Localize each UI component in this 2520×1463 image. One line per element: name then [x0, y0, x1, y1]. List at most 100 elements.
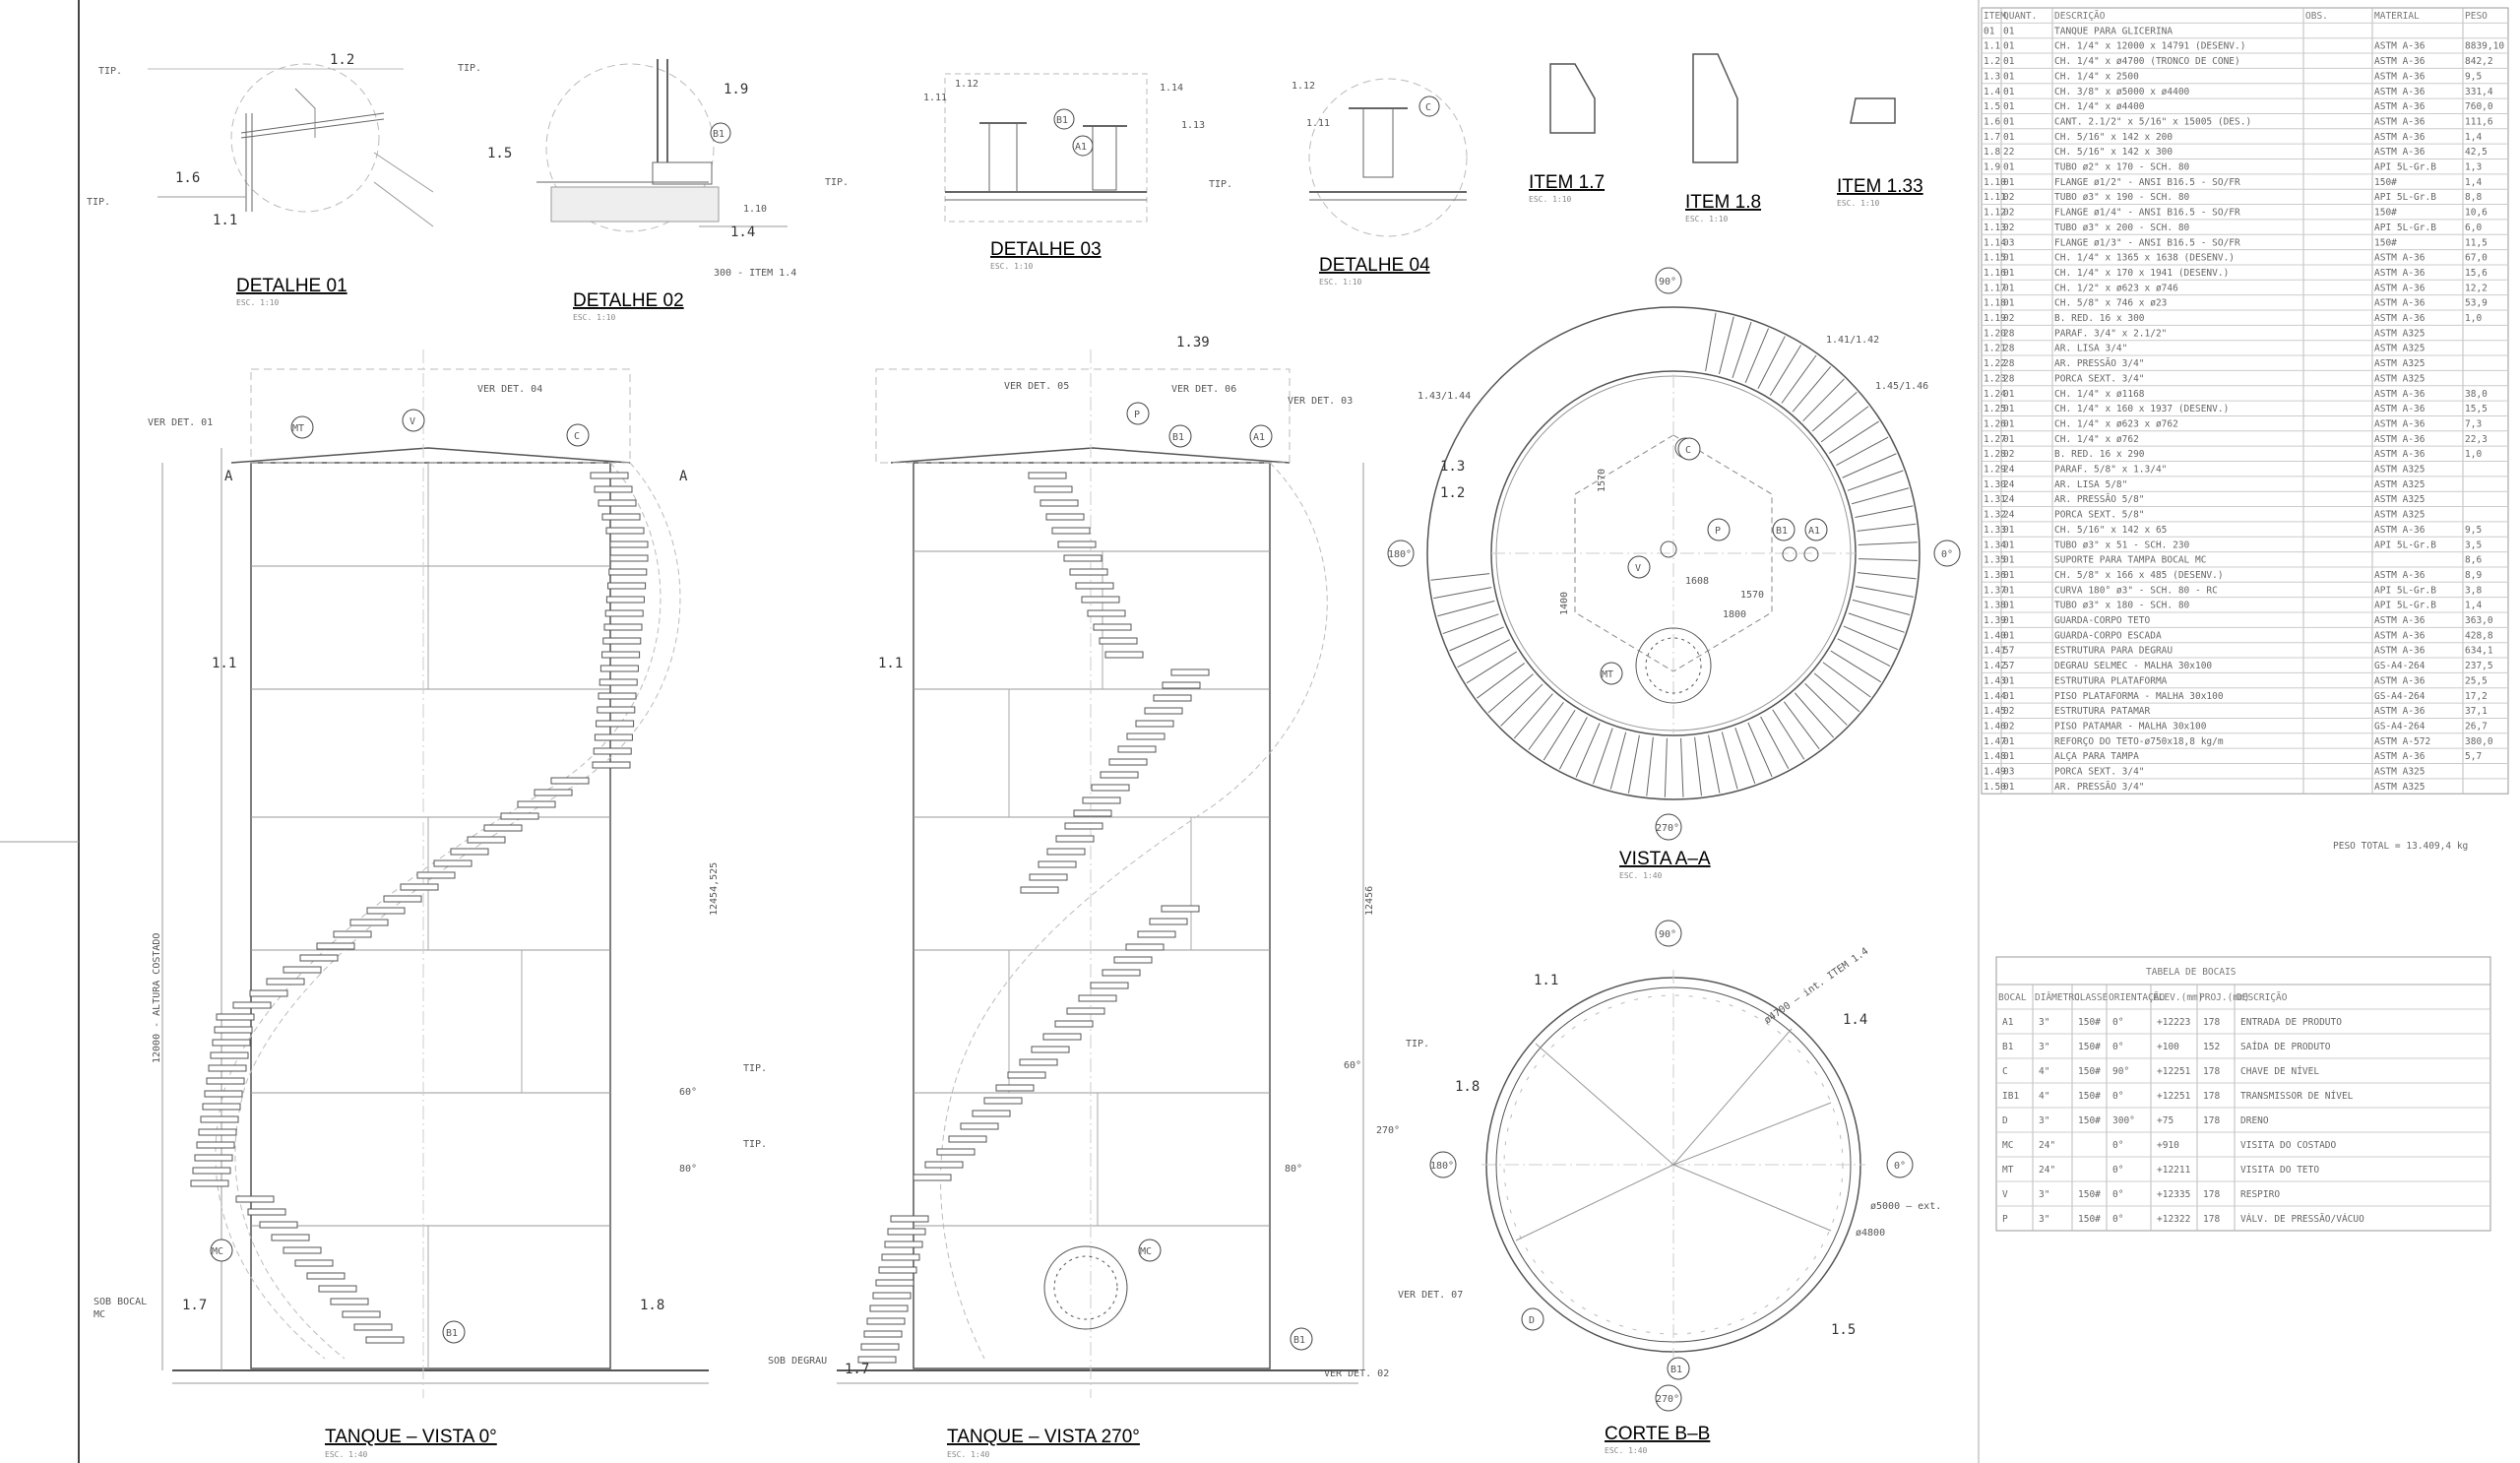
stair-tread	[214, 1026, 253, 1034]
bom-cell: 03	[2003, 237, 2014, 248]
bom-cell: API 5L-Gr.B	[2374, 540, 2436, 550]
nozzle-tag-b1: B1	[442, 1320, 466, 1344]
dim-1800: 1800	[1723, 609, 1746, 620]
bom-cell: 363,0	[2465, 615, 2493, 626]
callout-1-39: 1.39	[1176, 335, 1210, 350]
plan-tread-line	[1781, 354, 1817, 404]
dim-5000: ø5000 – ext.	[1870, 1201, 1941, 1212]
bom-cell: API 5L-Gr.B	[2374, 585, 2436, 596]
svg-text:90°: 90°	[1659, 929, 1676, 940]
bom-cell: ASTM A-36	[2374, 675, 2426, 686]
nozzle-cell: 150#	[2078, 1017, 2101, 1028]
nozzle-header-cell: DIÂMETRO	[2035, 991, 2080, 1003]
plan-tread-line	[1442, 613, 1499, 635]
callout-1-10: 1.10	[743, 204, 767, 215]
vista-aa-scale: ESC. 1:40	[1619, 871, 1663, 880]
stair-tread	[467, 836, 506, 844]
callout-sob-degrau: SOB DEGRAU	[768, 1356, 827, 1367]
bom-cell: CH. 5/8" x 166 x 485 (DESENV.)	[2054, 570, 2224, 581]
stair-tread	[433, 859, 472, 867]
bom-cell: 02	[2003, 313, 2014, 324]
stair-tread	[216, 1013, 255, 1021]
bom-cell: 01	[2003, 434, 2015, 445]
callout-mc: MC	[94, 1309, 105, 1320]
bom-cell: 22	[2003, 147, 2014, 158]
bom-cell: 331,4	[2465, 87, 2493, 97]
plan-tread-line	[1794, 692, 1835, 738]
plan-tread-line	[1783, 701, 1820, 750]
callout-h-total: 12454,525	[709, 862, 720, 916]
bom-cell: 1.33	[1984, 525, 2006, 536]
angle-tag-180: 180°	[1429, 1151, 1457, 1178]
bom-cell: 1.26	[1984, 418, 2006, 429]
bom-cell: 10,6	[2465, 208, 2488, 219]
nozzle-frame	[1995, 956, 2491, 1232]
callout-1-11: 1.11	[1306, 118, 1330, 129]
nozzle-header-cell: DESCRIÇÃO	[2236, 992, 2288, 1003]
callout-tip: TIP.	[825, 177, 849, 188]
bom-cell: ASTM A-36	[2374, 525, 2426, 536]
nozzle-cell: MC	[2002, 1140, 2013, 1151]
stair-tread	[1153, 694, 1192, 702]
nozzle-tag-c: C	[1677, 437, 1701, 461]
bom-cell: ALÇA PARA TAMPA	[2054, 751, 2139, 762]
nozzle-tag-p: P	[1707, 518, 1731, 541]
stair-tread	[196, 1141, 235, 1149]
bom-cell: 380,0	[2465, 736, 2493, 747]
stair-tread	[1034, 485, 1073, 493]
svg-text:C: C	[1425, 102, 1431, 113]
stair-tread	[299, 954, 339, 962]
bom-cell: 1.13	[1984, 223, 2006, 233]
callout-h-costado: 12000 - ALTURA COSTADO	[152, 933, 162, 1063]
plan-tread-line	[1828, 420, 1879, 454]
bom-cell: 24	[2003, 494, 2015, 505]
stair-tread	[1144, 707, 1183, 715]
svg-text:V: V	[1635, 563, 1641, 574]
dim-1570: 1570	[1597, 469, 1607, 492]
callout-tip: TIP.	[87, 197, 110, 208]
bom-cell: 57	[2003, 661, 2014, 671]
nozzle-cell: 178	[2203, 1189, 2220, 1200]
stair-tread	[450, 848, 489, 856]
svg-text:180°: 180°	[1388, 549, 1412, 560]
stair-tread	[1125, 943, 1165, 951]
svg-text:90°: 90°	[1659, 277, 1676, 287]
stair-tread	[204, 1090, 243, 1098]
bom-cell: PORCA SEXT. 3/4"	[2054, 767, 2145, 778]
stair-tread	[365, 1336, 405, 1344]
plan-tread-line	[1430, 573, 1490, 581]
angle-tag-90: 90°	[1655, 267, 1682, 294]
callout-tip: TIP.	[98, 66, 122, 77]
nozzle-cell: 3"	[2039, 1214, 2049, 1225]
stair-tread	[249, 989, 288, 997]
bom-cell: 15,5	[2465, 404, 2488, 414]
svg-text:P: P	[1134, 410, 1140, 420]
stair-tread	[316, 942, 355, 950]
angle-tag-90: 90°	[1655, 920, 1682, 947]
stair-tread	[913, 1174, 952, 1181]
nozzle-tag-mt: MT	[1600, 662, 1623, 685]
bom-cell: 1.31	[1984, 494, 2006, 505]
stair-tread	[190, 1179, 229, 1187]
stair-tread	[1057, 541, 1097, 548]
stair-tread	[283, 1246, 322, 1254]
dim-1400: 1400	[1559, 592, 1570, 615]
stair-tread	[860, 1343, 900, 1351]
bom-cell: 1.47	[1984, 736, 2006, 747]
stair-tread	[306, 1272, 346, 1280]
bom-cell: 1.39	[1984, 615, 2006, 626]
bom-cell: 1.2	[1984, 56, 2000, 67]
dim-1570-h: 1570	[1740, 590, 1764, 601]
stair-tread	[1046, 848, 1086, 856]
stair-tread	[605, 527, 645, 535]
bom-cell: CH. 5/16" x 142 x 65	[2054, 525, 2167, 536]
bom-header-cell: OBS.	[2305, 11, 2328, 22]
bom-cell: 12,2	[2465, 283, 2488, 293]
plan-tread-line	[1822, 662, 1871, 698]
stair-tread	[598, 499, 637, 507]
stair-tread	[1040, 499, 1079, 507]
bom-cell: API 5L-Gr.B	[2374, 162, 2436, 173]
bom-cell: 1.23	[1984, 373, 2006, 384]
bom-cell: ASTM A-36	[2374, 298, 2426, 309]
callout-1-43-1-44: 1.43/1.44	[1418, 391, 1471, 402]
